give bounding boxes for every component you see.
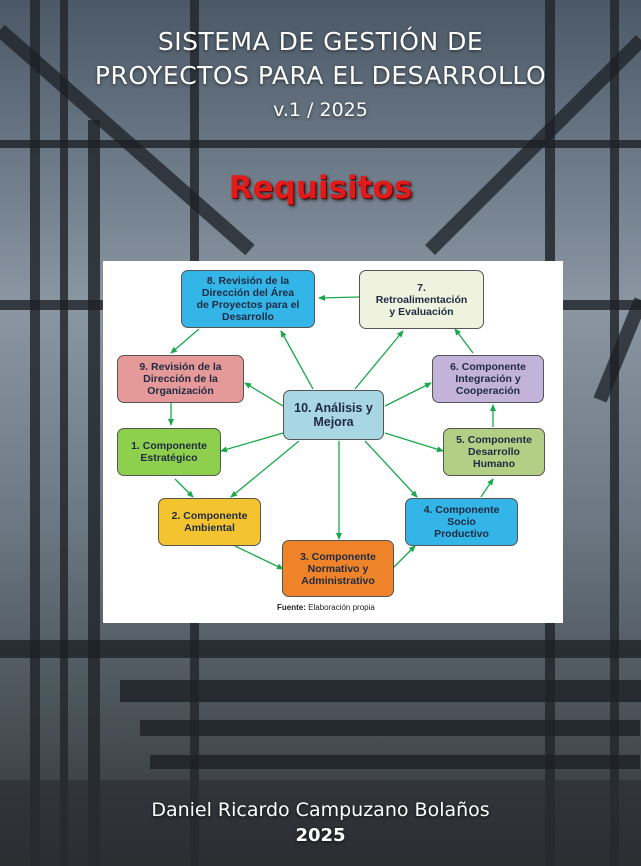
arrow-3-4 (391, 545, 416, 570)
arrow-10-1 (220, 432, 284, 453)
arrow-6-7 (454, 328, 474, 354)
cover-year: 2025 (295, 825, 346, 846)
box-5-desarrollo-humano: 5. Componente Desarrollo Humano (443, 428, 545, 476)
box-4-socio-productivo: 4. Componente Socio Productivo (405, 498, 518, 546)
arrow-10-8 (280, 330, 314, 390)
box-7-retroalimentacion: 7. Retroalimentación y Evaluación (359, 270, 484, 329)
source-label: Fuente: (277, 603, 306, 612)
box-9-revision-direccion-organizacion: 9. Revisión de la Dirección de la Organi… (117, 355, 244, 403)
arrow-10-7 (354, 330, 404, 390)
box-8-revision-direccion-area: 8. Revisión de la Dirección del Área de … (181, 270, 315, 328)
box-3-normativo-administrativo: 3. Componente Normativo y Administrativo (282, 540, 394, 597)
diagram-source: Fuente: Elaboración propia (277, 603, 375, 612)
arrow-4-5 (480, 478, 494, 498)
cover-version: v.1 / 2025 (273, 99, 368, 121)
arrow-8-9 (170, 328, 200, 354)
arrow-10-5 (384, 432, 444, 453)
cover-title-line2: PROYECTOS PARA EL DESARROLLO (94, 61, 547, 90)
requirements-diagram: 8. Revisión de la Dirección del Área de … (103, 261, 563, 623)
arrow-10-9 (244, 382, 284, 407)
box-6-integracion-cooperacion: 6. Componente Integración y Cooperación (432, 355, 544, 403)
arrow-10-6 (384, 382, 432, 407)
source-text: Elaboración propia (308, 603, 375, 612)
arrow-10-4 (364, 440, 418, 498)
box-1-estrategico: 1. Componente Estratégico (117, 428, 221, 476)
cover-author: Daniel Ricardo Campuzano Bolaños (151, 799, 490, 821)
arrow-2-3 (234, 545, 284, 570)
arrow-7-8 (318, 294, 360, 301)
cover-heading: Requisitos (228, 170, 413, 206)
cover-title-line1: SISTEMA DE GESTIÓN DE (157, 27, 484, 56)
arrow-10-2 (230, 440, 300, 498)
box-10-analisis-mejora: 10. Análisis y Mejora (283, 390, 384, 440)
diagram-arrows (168, 294, 496, 570)
arrow-1-2 (174, 478, 194, 498)
box-2-ambiental: 2. Componente Ambiental (158, 498, 261, 546)
